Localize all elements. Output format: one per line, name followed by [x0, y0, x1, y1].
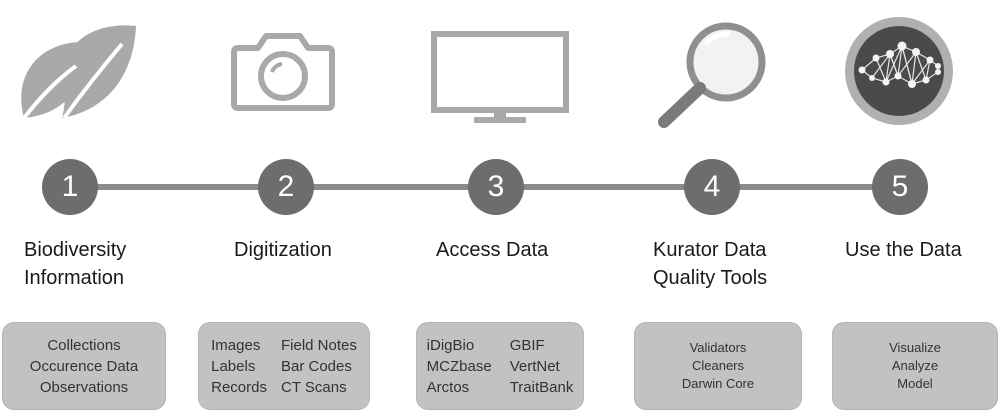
- camera-icon: [231, 33, 335, 111]
- box-item: CT Scans: [280, 378, 347, 396]
- step-4-box: Validators Cleaners Darwin Core: [634, 322, 802, 410]
- step-5-box: Visualize Analyze Model: [832, 322, 998, 410]
- leaf-icon: [21, 25, 136, 120]
- box-item: GBIF: [509, 336, 545, 354]
- box-item: Records: [211, 378, 267, 396]
- box-item: VertNet: [509, 357, 560, 375]
- box-item: iDigBio: [426, 336, 475, 354]
- step-2-circle: 2: [258, 159, 314, 215]
- box-item: Analyze: [891, 358, 939, 373]
- network-icon: [845, 17, 953, 125]
- box-item: TraitBank: [509, 378, 574, 396]
- step-3-circle: 3: [468, 159, 524, 215]
- step-1-circle: 1: [42, 159, 98, 215]
- step-3-box: iDigBio GBIF MCZbase VertNet Arctos Trai…: [416, 322, 584, 410]
- box-item: Observations: [39, 378, 129, 396]
- step-4-title: Kurator Data Quality Tools: [653, 239, 768, 289]
- step-4-circle: 4: [684, 159, 740, 215]
- box-item: Arctos: [426, 378, 470, 396]
- box-item: Model: [897, 376, 933, 391]
- box-item: Visualize: [889, 340, 941, 355]
- step-1-box: Collections Occurence Data Observations: [2, 322, 166, 410]
- box-item: Bar Codes: [280, 357, 352, 375]
- step-5-title: Use the Data: [845, 239, 962, 261]
- box-item: Occurence Data: [29, 357, 139, 375]
- step-1-title: Biodiversity Information: [24, 239, 127, 289]
- monitor-icon: [431, 31, 569, 123]
- magnifier-icon: [658, 22, 766, 128]
- step-5-circle: 5: [872, 159, 928, 215]
- box-item: Field Notes: [280, 336, 357, 354]
- box-item: Labels: [211, 357, 256, 375]
- box-item: Validators: [689, 340, 747, 355]
- box-item: MCZbase: [426, 357, 492, 375]
- box-item: Cleaners: [691, 358, 745, 373]
- step-2-box: Images Field Notes Labels Bar Codes Reco…: [198, 322, 370, 410]
- box-item: Collections: [47, 336, 121, 354]
- step-3-title: Access Data: [436, 239, 549, 261]
- box-item: Images: [211, 336, 261, 354]
- step-2-title: Digitization: [234, 239, 332, 261]
- box-item: Darwin Core: [681, 376, 755, 391]
